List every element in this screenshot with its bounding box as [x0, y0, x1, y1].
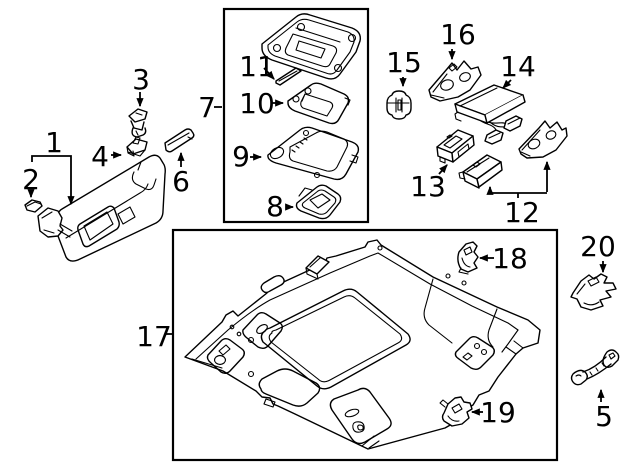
callout-13: 13 [410, 170, 446, 203]
leader-14 [502, 79, 512, 89]
part-2-clip [24, 199, 43, 213]
part-15-grommet [386, 90, 412, 120]
callout-10: 10 [239, 87, 275, 120]
part-9-console-frame [267, 126, 360, 181]
callout-1: 1 [45, 126, 63, 159]
part-7-console-housing [261, 13, 362, 80]
leader-12-bracket [490, 192, 547, 198]
callout-15: 15 [386, 46, 422, 79]
callout-5: 5 [595, 400, 613, 433]
callout-2: 2 [22, 163, 40, 196]
part-8-lens-cover [295, 184, 342, 220]
part-19-clip [439, 396, 473, 427]
part-3-bracket-clip [128, 108, 148, 138]
callout-6: 6 [172, 165, 190, 198]
callout-7: 7 [198, 91, 216, 124]
part-16-bracket [428, 60, 482, 102]
group-box-part-7 [222, 7, 370, 224]
part-4-clip [126, 136, 148, 157]
callout-14: 14 [500, 50, 536, 83]
part-12-lamp-housing [458, 154, 503, 189]
part-17-headliner-panel [184, 239, 541, 450]
callout-12: 12 [504, 196, 540, 229]
callout-16: 16 [440, 18, 476, 51]
callout-19: 19 [480, 396, 516, 429]
callout-8: 8 [266, 190, 284, 223]
part-6-bracket [164, 128, 195, 153]
part-18-clip [457, 241, 479, 275]
leader-13 [438, 164, 448, 175]
callout-9: 9 [232, 140, 250, 173]
callout-3: 3 [132, 63, 150, 96]
part-1-sun-visor [37, 154, 166, 262]
callout-18: 18 [492, 242, 528, 275]
callout-4: 4 [91, 140, 109, 173]
part-11-trim-strip [275, 67, 302, 86]
group-box-part-17 [171, 228, 559, 462]
callout-20: 20 [580, 230, 616, 263]
part-5-grab-handle [570, 349, 620, 386]
callout-17: 17 [136, 320, 172, 353]
part-10-console-plate [287, 82, 351, 125]
leader-1 [31, 155, 75, 206]
leader-11 [263, 67, 275, 80]
part-12-bracket [518, 120, 568, 159]
part-20-bracket [570, 273, 617, 311]
part-13-module [436, 129, 475, 164]
part-14-module-with-harness [454, 84, 526, 145]
callout-11: 11 [239, 50, 275, 83]
